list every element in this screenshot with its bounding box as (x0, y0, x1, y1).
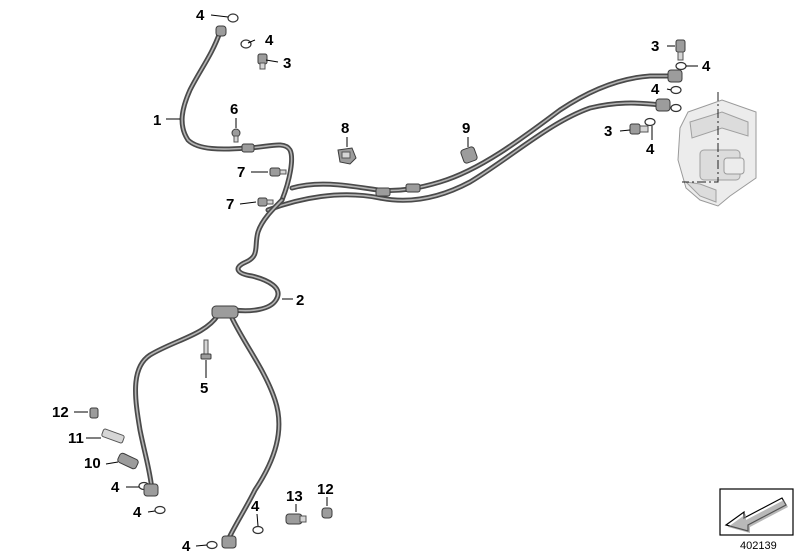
screw-7a (269, 167, 287, 177)
washer-right-a (675, 61, 687, 71)
document-arrow-icon (719, 488, 794, 536)
callout-8: 8 (341, 120, 349, 137)
caliper-fitting-10 (117, 452, 139, 470)
screw-6 (231, 128, 241, 143)
hose-distributor (211, 305, 239, 319)
callout-7-b: 7 (226, 196, 234, 213)
screw-5 (200, 339, 212, 360)
callout-2: 2 (296, 292, 304, 309)
leader-lines (74, 14, 698, 547)
callout-13: 13 (286, 488, 303, 505)
washer-top-b (240, 39, 252, 49)
callout-4-top-b: 4 (265, 32, 274, 49)
washer-bottom-b (252, 525, 264, 535)
hose-front-left (133, 312, 221, 493)
bolt-top (257, 53, 268, 70)
callout-6: 6 (230, 101, 238, 118)
document-number: 402139 (740, 540, 777, 552)
clamp-b (375, 187, 391, 197)
callout-4-right-a: 4 (702, 58, 711, 75)
valve-11 (101, 428, 125, 444)
callout-3-right-top: 3 (651, 38, 659, 55)
callout-3-right: 3 (604, 123, 612, 140)
washer-right-b (670, 85, 682, 95)
hose-front-right (225, 315, 282, 543)
washer-right-d (644, 117, 656, 127)
clamp-a (241, 143, 255, 153)
hose-1 (179, 29, 295, 203)
cap-12-left (89, 407, 99, 419)
hose-main-lower (265, 100, 663, 213)
abs-unit (677, 99, 757, 207)
washer-bl-b (154, 505, 166, 515)
bolt-right (629, 123, 649, 135)
banjo-right-a (667, 69, 683, 83)
hose-main-upper (289, 73, 673, 193)
callout-4-bottom-a: 4 (182, 538, 191, 555)
callout-11: 11 (68, 430, 84, 447)
banjo-bl (143, 483, 159, 497)
callout-7-a: 7 (237, 164, 245, 181)
callout-4-bottom-b: 4 (251, 498, 260, 515)
cap-12-right (321, 507, 333, 519)
callout-12-left: 12 (52, 404, 69, 421)
clamp-c (405, 183, 421, 193)
abs-mount-line (682, 92, 719, 183)
callout-5: 5 (200, 380, 208, 397)
callout-4-bl-a: 4 (111, 479, 120, 496)
fitting-13 (285, 513, 307, 525)
banjo-top (215, 25, 227, 37)
callout-4-right-c: 4 (646, 141, 655, 158)
callout-1: 1 (153, 112, 161, 129)
callouts: 4 4 3 1 6 8 9 7 7 3 4 4 3 4 2 5 12 11 10… (52, 7, 711, 555)
washer-right-c (670, 103, 682, 113)
callout-3-top: 3 (283, 55, 291, 72)
callout-4-bl-b: 4 (133, 504, 142, 521)
clip-8 (337, 147, 357, 165)
washer-bottom-a (206, 540, 218, 550)
callout-10: 10 (84, 455, 101, 472)
hose-2 (231, 197, 285, 314)
banjo-bottom (221, 535, 237, 549)
callout-4-right-b: 4 (651, 81, 660, 98)
banjo-right-b (655, 98, 671, 112)
callout-9: 9 (462, 120, 470, 137)
grommet-9 (460, 146, 478, 164)
screw-7b (257, 197, 274, 207)
bolt-right-top (675, 39, 686, 61)
callout-12-right: 12 (317, 481, 334, 498)
washer-top-a (227, 13, 239, 23)
callout-4-top-a: 4 (196, 7, 205, 24)
